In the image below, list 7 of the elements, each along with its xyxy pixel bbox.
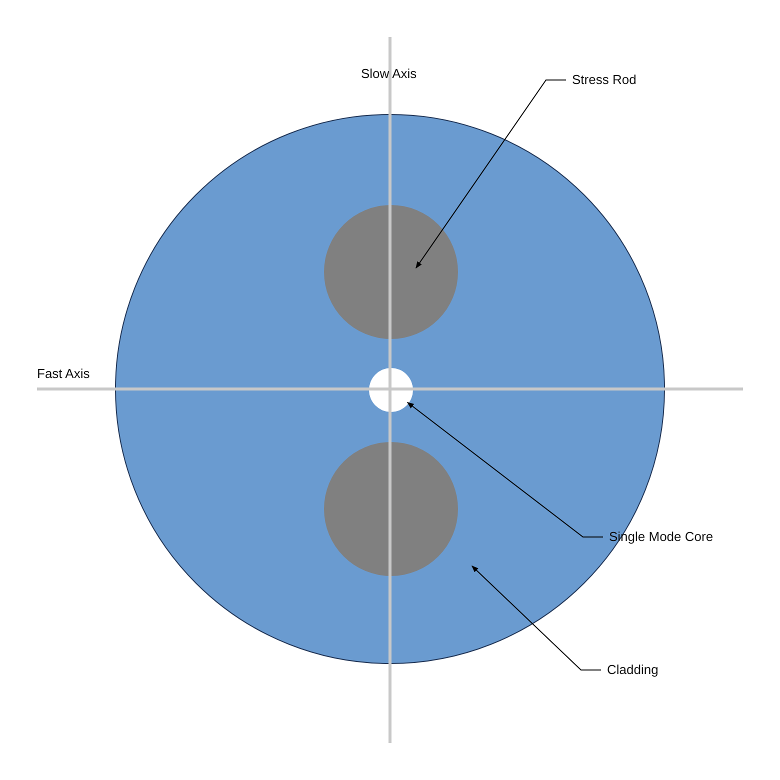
callout-label: Stress Rod — [572, 72, 636, 88]
callout-label: Cladding — [607, 662, 658, 678]
axis-label: Slow Axis — [361, 66, 417, 82]
leader-line — [472, 566, 602, 670]
leader-line — [406, 402, 604, 538]
leader-line — [416, 80, 566, 269]
axis-label: Fast Axis — [37, 366, 90, 382]
